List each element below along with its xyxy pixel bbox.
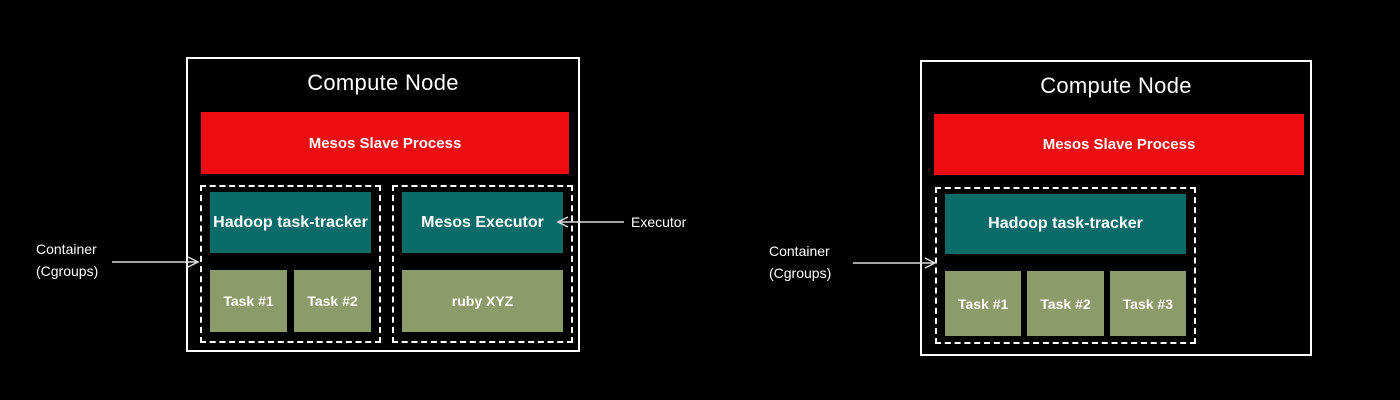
cgroup-container-mesos-executor: Mesos Executor ruby XYZ	[392, 185, 573, 343]
arrow-right-icon	[853, 257, 937, 269]
hadoop-task-tracker-box: Hadoop task-tracker	[945, 194, 1186, 254]
cgroup-container-hadoop: Hadoop task-tracker Task #1 Task #2	[200, 185, 381, 343]
compute-node-title: Compute Node	[307, 70, 459, 95]
arrow-left-icon	[556, 216, 624, 228]
task-box: Task #2	[294, 270, 371, 332]
mesos-slave-process-box: Mesos Slave Process	[934, 114, 1304, 175]
task-row: ruby XYZ	[402, 270, 563, 332]
task-box: ruby XYZ	[402, 270, 563, 332]
arrow-right-icon	[112, 256, 200, 268]
mesos-slave-process-box: Mesos Slave Process	[201, 112, 569, 174]
task-row: Task #1 Task #2	[210, 270, 371, 332]
container-cgroups-label-right: Container (Cgroups)	[769, 243, 832, 281]
task-box: Task #3	[1109, 271, 1186, 336]
cgroup-container-hadoop: Hadoop task-tracker Task #1 Task #2 Task…	[935, 187, 1196, 344]
task-box: Task #2	[1027, 271, 1104, 336]
container-cgroups-label-left: Container (Cgroups)	[36, 241, 99, 279]
task-row: Task #1 Task #2 Task #3	[945, 271, 1186, 336]
compute-node-title: Compute Node	[1040, 73, 1192, 98]
mesos-executor-box: Mesos Executor	[402, 192, 563, 253]
hadoop-task-tracker-box: Hadoop task-tracker	[210, 192, 371, 253]
executor-label: Executor	[631, 214, 687, 230]
task-box: Task #1	[210, 270, 287, 332]
task-box: Task #1	[945, 271, 1022, 336]
compute-node-left: Compute Node Mesos Slave Process Hadoop …	[186, 57, 580, 352]
compute-node-right: Compute Node Mesos Slave Process Hadoop …	[920, 60, 1312, 356]
